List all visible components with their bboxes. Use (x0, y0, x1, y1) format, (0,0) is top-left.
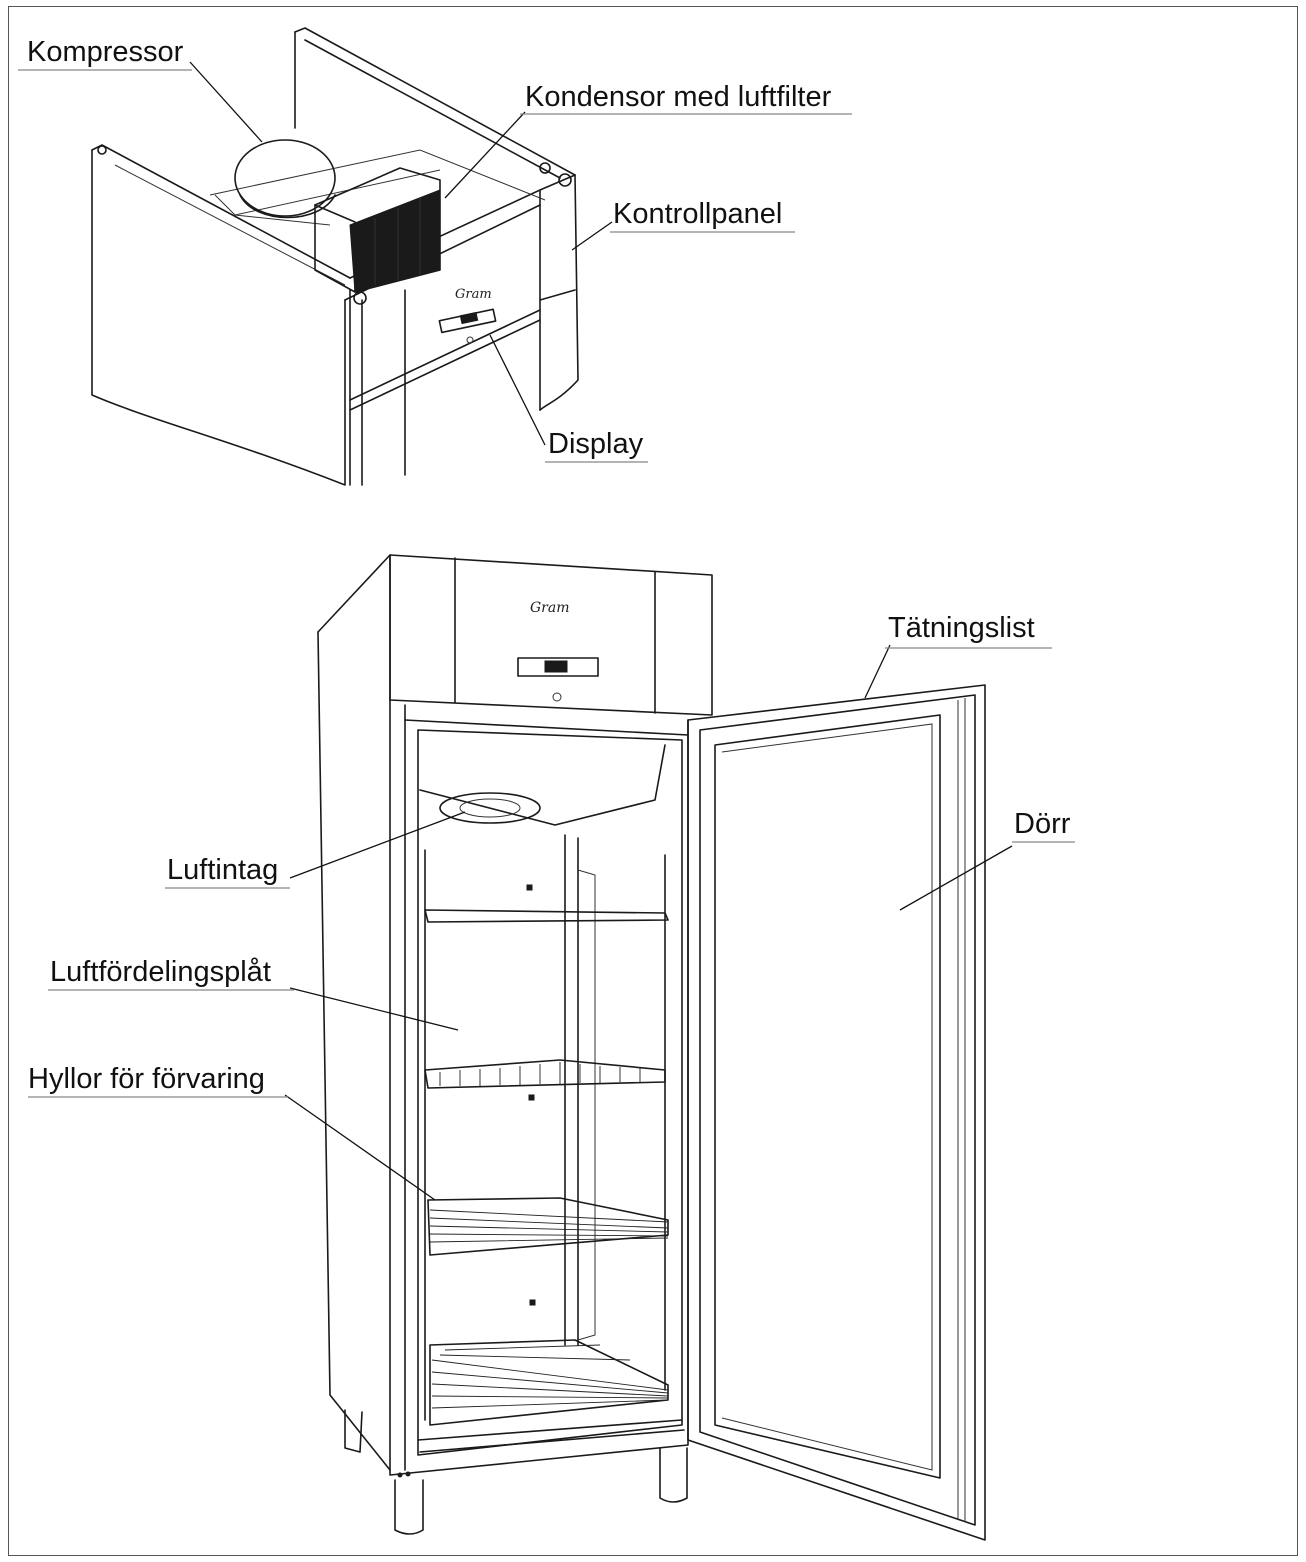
figure-frame (8, 6, 1298, 1556)
label-hyllor-for-forvaring: Hyllor för förvaring (28, 1063, 265, 1095)
fridge-drawing: Gram (317, 554, 986, 1541)
top-cabinet-drawing: Gram (91, 27, 579, 486)
svg-text:Gram: Gram (455, 287, 492, 302)
leader-luftintag (289, 811, 466, 879)
label-luftintag: Luftintag (167, 854, 279, 886)
label-kompressor: Kompressor (27, 36, 184, 68)
svg-text:Gram: Gram (530, 600, 570, 616)
leader-tatningslist (864, 644, 891, 699)
leader-luftfordelingsplat (289, 987, 459, 1031)
label-dorr: Dörr (1014, 808, 1071, 840)
label-kontrollpanel: Kontrollpanel (613, 198, 783, 230)
label-luftfordelingsplat: Luftfördelingsplåt (50, 956, 271, 988)
leader-kompressor (189, 61, 263, 143)
leader-kondensor (444, 111, 526, 199)
label-kondensor-med-luftfilter: Kondensor med luftfilter (525, 81, 832, 113)
label-tatningslist: Tätningslist (888, 612, 1035, 644)
leader-hyllor (284, 1094, 436, 1201)
leader-display (489, 334, 546, 446)
leader-dorr (899, 845, 1013, 911)
leader-kontrollpanel (571, 221, 613, 251)
label-display: Display (548, 428, 644, 460)
